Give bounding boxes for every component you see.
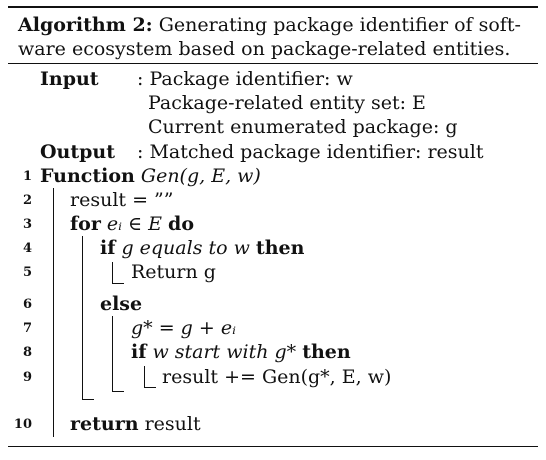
if-keyword-1: if <box>100 237 116 259</box>
caption-line-1: Algorithm 2: Generating package identifi… <box>18 14 521 36</box>
do-keyword: do <box>168 213 195 235</box>
line-number-9: 9 <box>22 370 32 385</box>
else-block-guide <box>112 316 113 392</box>
if-condition-2: w start with g* <box>152 341 297 363</box>
if-line-1: if g equals to w then <box>100 237 304 259</box>
inner-if-block-guide <box>144 366 145 388</box>
function-line: Function Gen(g, E, w) <box>40 165 261 187</box>
output-line: : Matched package identifier: result <box>137 141 484 163</box>
result-init-line: result = ”” <box>70 189 174 211</box>
input-line-1: : Package identifier: w <box>137 68 353 90</box>
for-block-guide <box>82 236 83 400</box>
inner-if-block-end <box>144 387 156 388</box>
if-block-guide <box>112 262 113 284</box>
caption-line-2: ware ecosystem based on package-related … <box>18 38 511 60</box>
line-number-1: 1 <box>22 169 32 184</box>
line-number-2: 2 <box>22 193 32 208</box>
if-line-2: if w start with g* then <box>131 341 351 363</box>
for-line: for eᵢ ∈ E do <box>70 213 194 235</box>
bottom-rule <box>8 446 538 447</box>
then-keyword-2: then <box>302 341 351 363</box>
algorithm-title: Algorithm 2: <box>18 14 153 36</box>
result-append-line: result += Gen(g*, E, w) <box>162 366 392 388</box>
for-condition: eᵢ ∈ E <box>106 213 162 235</box>
else-block-end <box>112 391 124 392</box>
line-number-6: 6 <box>22 297 32 312</box>
for-block-end <box>82 399 94 400</box>
function-block-guide <box>53 188 54 437</box>
caption-text-1: Generating package identifier of soft- <box>158 14 521 36</box>
return-keyword: return <box>70 413 139 435</box>
if-block-end <box>112 283 124 284</box>
else-line: else <box>100 293 143 315</box>
input-line-2: Package-related entity set: E <box>148 92 426 114</box>
if-condition-1: g equals to w <box>121 237 250 259</box>
line-number-3: 3 <box>22 217 32 232</box>
output-label: Output <box>40 141 116 163</box>
function-signature: Gen(g, E, w) <box>140 165 261 187</box>
then-keyword-1: then <box>255 237 305 259</box>
g-star-assignment-line: g* = g + eᵢ <box>131 317 236 339</box>
line-number-10: 10 <box>13 417 32 432</box>
return-line: return result <box>70 413 201 435</box>
input-line-3: Current enumerated package: g <box>148 116 458 138</box>
function-keyword: Function <box>40 165 135 187</box>
input-label: Input <box>40 68 99 90</box>
for-keyword: for <box>70 213 101 235</box>
line-number-8: 8 <box>22 345 32 360</box>
line-number-4: 4 <box>22 241 32 256</box>
return-value: result <box>144 413 201 435</box>
return-g-line: Return g <box>131 261 216 283</box>
if-keyword-2: if <box>131 341 147 363</box>
line-number-5: 5 <box>22 265 32 280</box>
caption-rule <box>8 63 538 64</box>
line-number-7: 7 <box>22 321 32 336</box>
top-rule <box>8 6 538 8</box>
